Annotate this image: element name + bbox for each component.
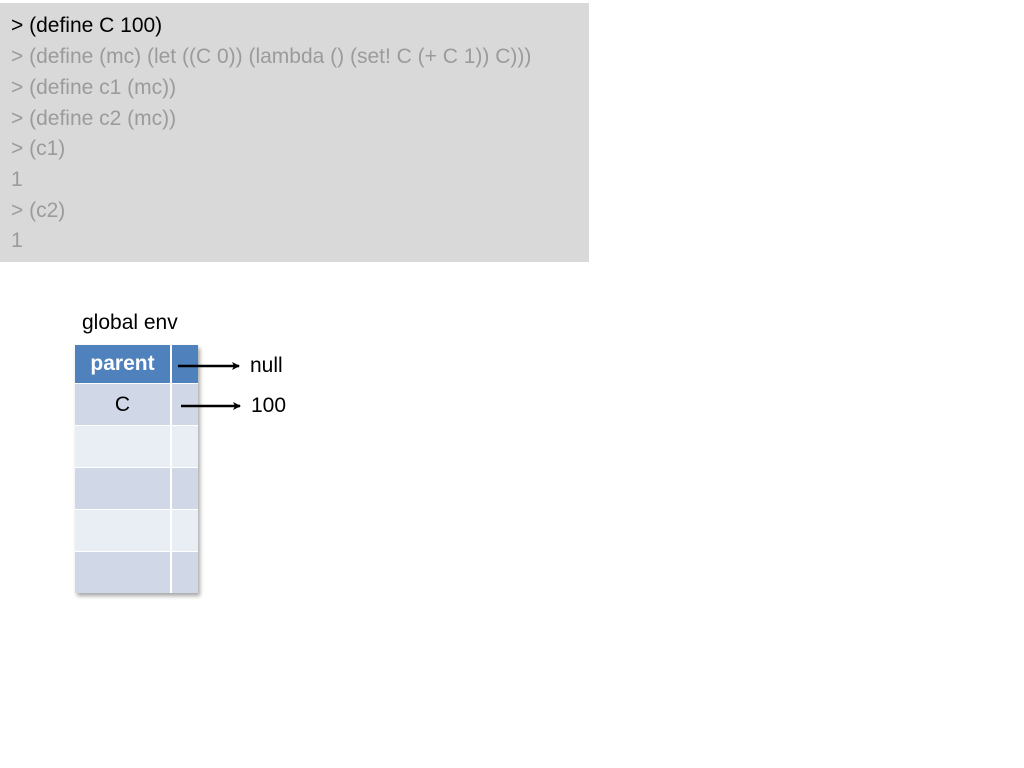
repl-line: > (define C 100) — [11, 14, 163, 37]
binding-name — [75, 426, 172, 467]
binding-pointer-cell — [172, 552, 198, 593]
frame-header-row: parent — [75, 345, 198, 384]
parent-target-label: null — [250, 354, 283, 377]
binding-name — [75, 468, 172, 509]
repl-line: > (c1) — [11, 137, 66, 160]
binding-pointer-cell — [172, 384, 198, 425]
repl-line: > (c2) — [11, 199, 66, 222]
binding-row: C — [75, 384, 198, 426]
environment-title: global env — [82, 311, 178, 334]
binding-name — [75, 552, 172, 593]
binding-row — [75, 426, 198, 468]
repl-line: > (define (mc) (let ((C 0)) (lambda () (… — [11, 45, 532, 68]
binding-pointer-cell — [172, 468, 198, 509]
binding-row — [75, 510, 198, 552]
binding-target-label: 100 — [251, 394, 287, 417]
binding-row — [75, 468, 198, 510]
binding-name: C — [75, 384, 172, 425]
repl-line: > (define c1 (mc)) — [11, 76, 177, 99]
binding-name — [75, 510, 172, 551]
binding-row — [75, 552, 198, 593]
repl-line: > (define c2 (mc)) — [11, 107, 177, 130]
environment-frame: parent C — [75, 345, 198, 593]
parent-pointer-cell — [172, 345, 198, 383]
binding-pointer-cell — [172, 426, 198, 467]
repl-output: 1 — [11, 229, 23, 252]
parent-label: parent — [75, 345, 172, 383]
repl-panel: > (define C 100) > (define (mc) (let ((C… — [0, 3, 589, 262]
repl-output: 1 — [11, 168, 23, 191]
binding-pointer-cell — [172, 510, 198, 551]
